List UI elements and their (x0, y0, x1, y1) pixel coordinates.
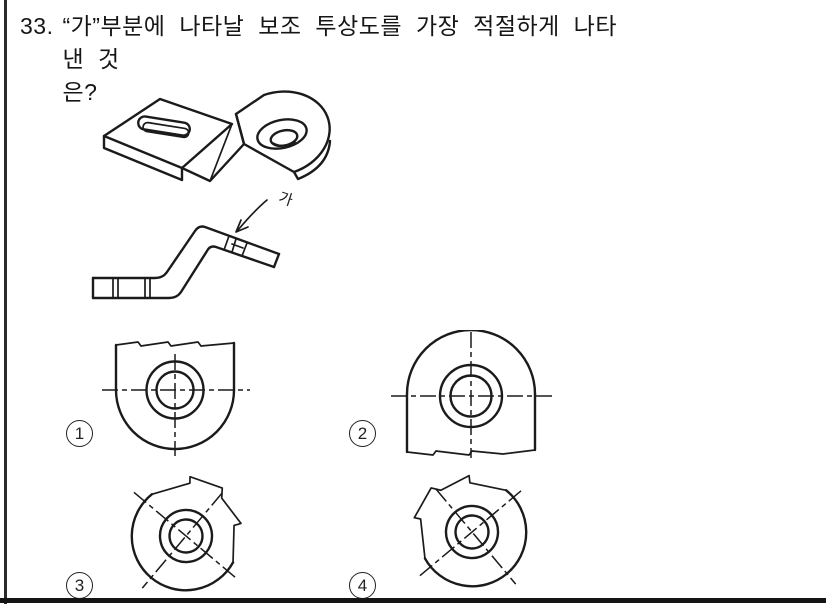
figure-side-view: 가 (83, 186, 321, 319)
bracket-side-view-drawing (91, 199, 281, 300)
figure-option-4 (372, 441, 572, 604)
option-2-number[interactable]: 2 (349, 420, 376, 447)
figure-pictorial-bracket (86, 84, 348, 201)
option-4-auxiliary-view (380, 441, 570, 604)
figure-option-3 (88, 445, 283, 604)
option-3-number[interactable]: 3 (66, 572, 93, 599)
question-text-line2: 은? (62, 79, 98, 105)
figure-option-2 (385, 328, 560, 467)
figure-option-1 (100, 332, 260, 467)
option-2-auxiliary-view (391, 328, 553, 458)
question-text: “가”부분에 나타날 보조 투상도를 가장 적절하게 나타낸 것 은? (62, 10, 622, 109)
question-text-line1: “가”부분에 나타날 보조 투상도를 가장 적절하게 나타낸 것 (62, 13, 618, 72)
question-number: 33. (20, 13, 54, 39)
question: 33. “가”부분에 나타날 보조 투상도를 가장 적절하게 나타낸 것 은? (20, 10, 622, 109)
option-1-number[interactable]: 1 (66, 420, 93, 447)
bracket-isometric-drawing (102, 90, 332, 183)
page-bottom-border (0, 598, 826, 603)
option-1-auxiliary-view (102, 341, 250, 456)
option-3-auxiliary-view (88, 445, 278, 604)
page-left-border (4, 0, 7, 604)
